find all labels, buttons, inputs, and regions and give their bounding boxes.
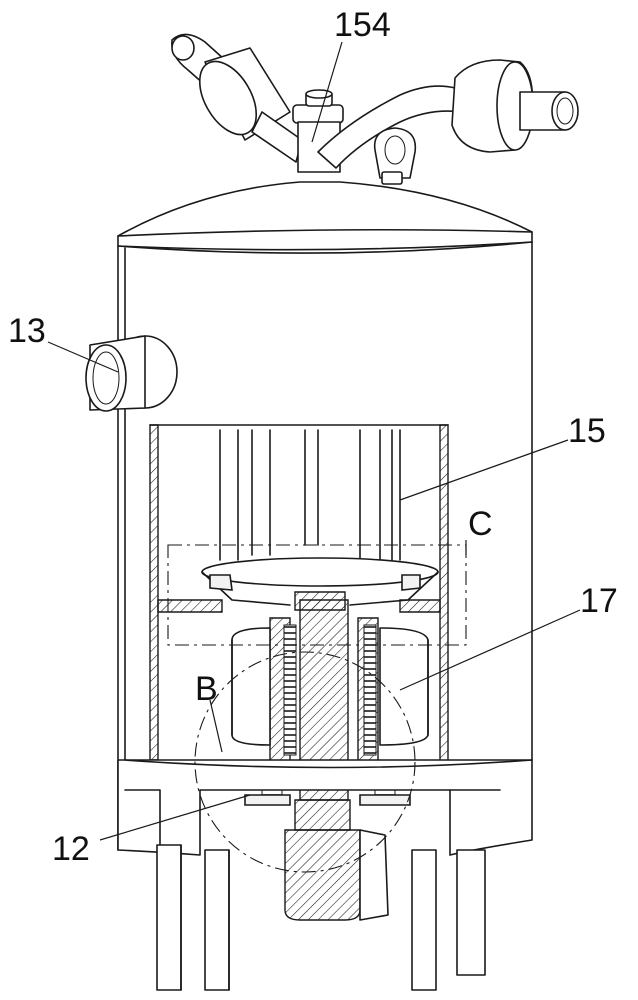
label-b: B [195,670,218,708]
dome-lid [117,181,533,254]
reference-labels: 154 13 15 C 17 B 12 [8,6,618,868]
label-17: 17 [580,582,618,620]
label-12: 12 [52,830,90,868]
base-and-legs [117,759,533,991]
top-pipe-assembly [171,33,579,185]
label-154: 154 [334,6,391,44]
label-13: 13 [8,312,46,350]
leader-lines [47,41,581,841]
detail-markers [167,544,467,873]
detail-c-box [167,544,467,646]
vessel-body [85,241,533,851]
label-c: C [468,505,493,543]
label-15: 15 [568,412,606,450]
detail-b-circle [194,651,416,873]
